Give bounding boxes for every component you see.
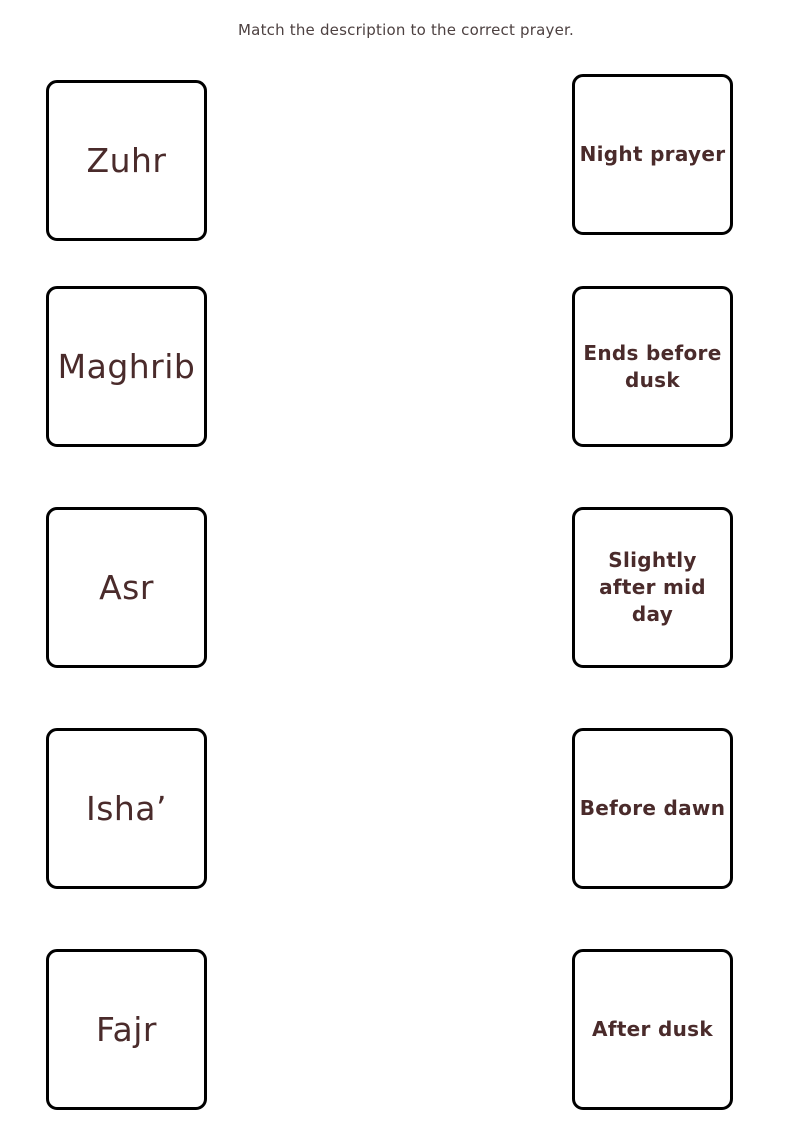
- description-text: Ends before dusk: [583, 340, 722, 392]
- description-text: Slightly after mid day: [599, 548, 706, 626]
- prayer-card-maghrib[interactable]: Maghrib: [46, 286, 207, 447]
- prayer-card-isha[interactable]: Isha’: [46, 728, 207, 889]
- prayer-name: Isha’: [85, 789, 168, 828]
- description-card-ends-before-dusk[interactable]: Ends before dusk: [572, 286, 733, 447]
- description-card-slightly-after-mid-day[interactable]: Slightly after mid day: [572, 507, 733, 668]
- description-text: Before dawn: [579, 796, 726, 820]
- description-text: Night prayer: [579, 142, 726, 166]
- prayer-name: Maghrib: [57, 347, 196, 386]
- prayer-name: Asr: [99, 568, 154, 607]
- prayer-card-zuhr[interactable]: Zuhr: [46, 80, 207, 241]
- instruction-text: Match the description to the correct pra…: [238, 21, 574, 39]
- prayer-name: Zuhr: [86, 141, 167, 180]
- prayer-card-asr[interactable]: Asr: [46, 507, 207, 668]
- description-card-after-dusk[interactable]: After dusk: [572, 949, 733, 1110]
- description-card-before-dawn[interactable]: Before dawn: [572, 728, 733, 889]
- prayer-name: Fajr: [96, 1010, 157, 1049]
- description-card-night-prayer[interactable]: Night prayer: [572, 74, 733, 235]
- prayer-card-fajr[interactable]: Fajr: [46, 949, 207, 1110]
- description-text: After dusk: [592, 1017, 713, 1041]
